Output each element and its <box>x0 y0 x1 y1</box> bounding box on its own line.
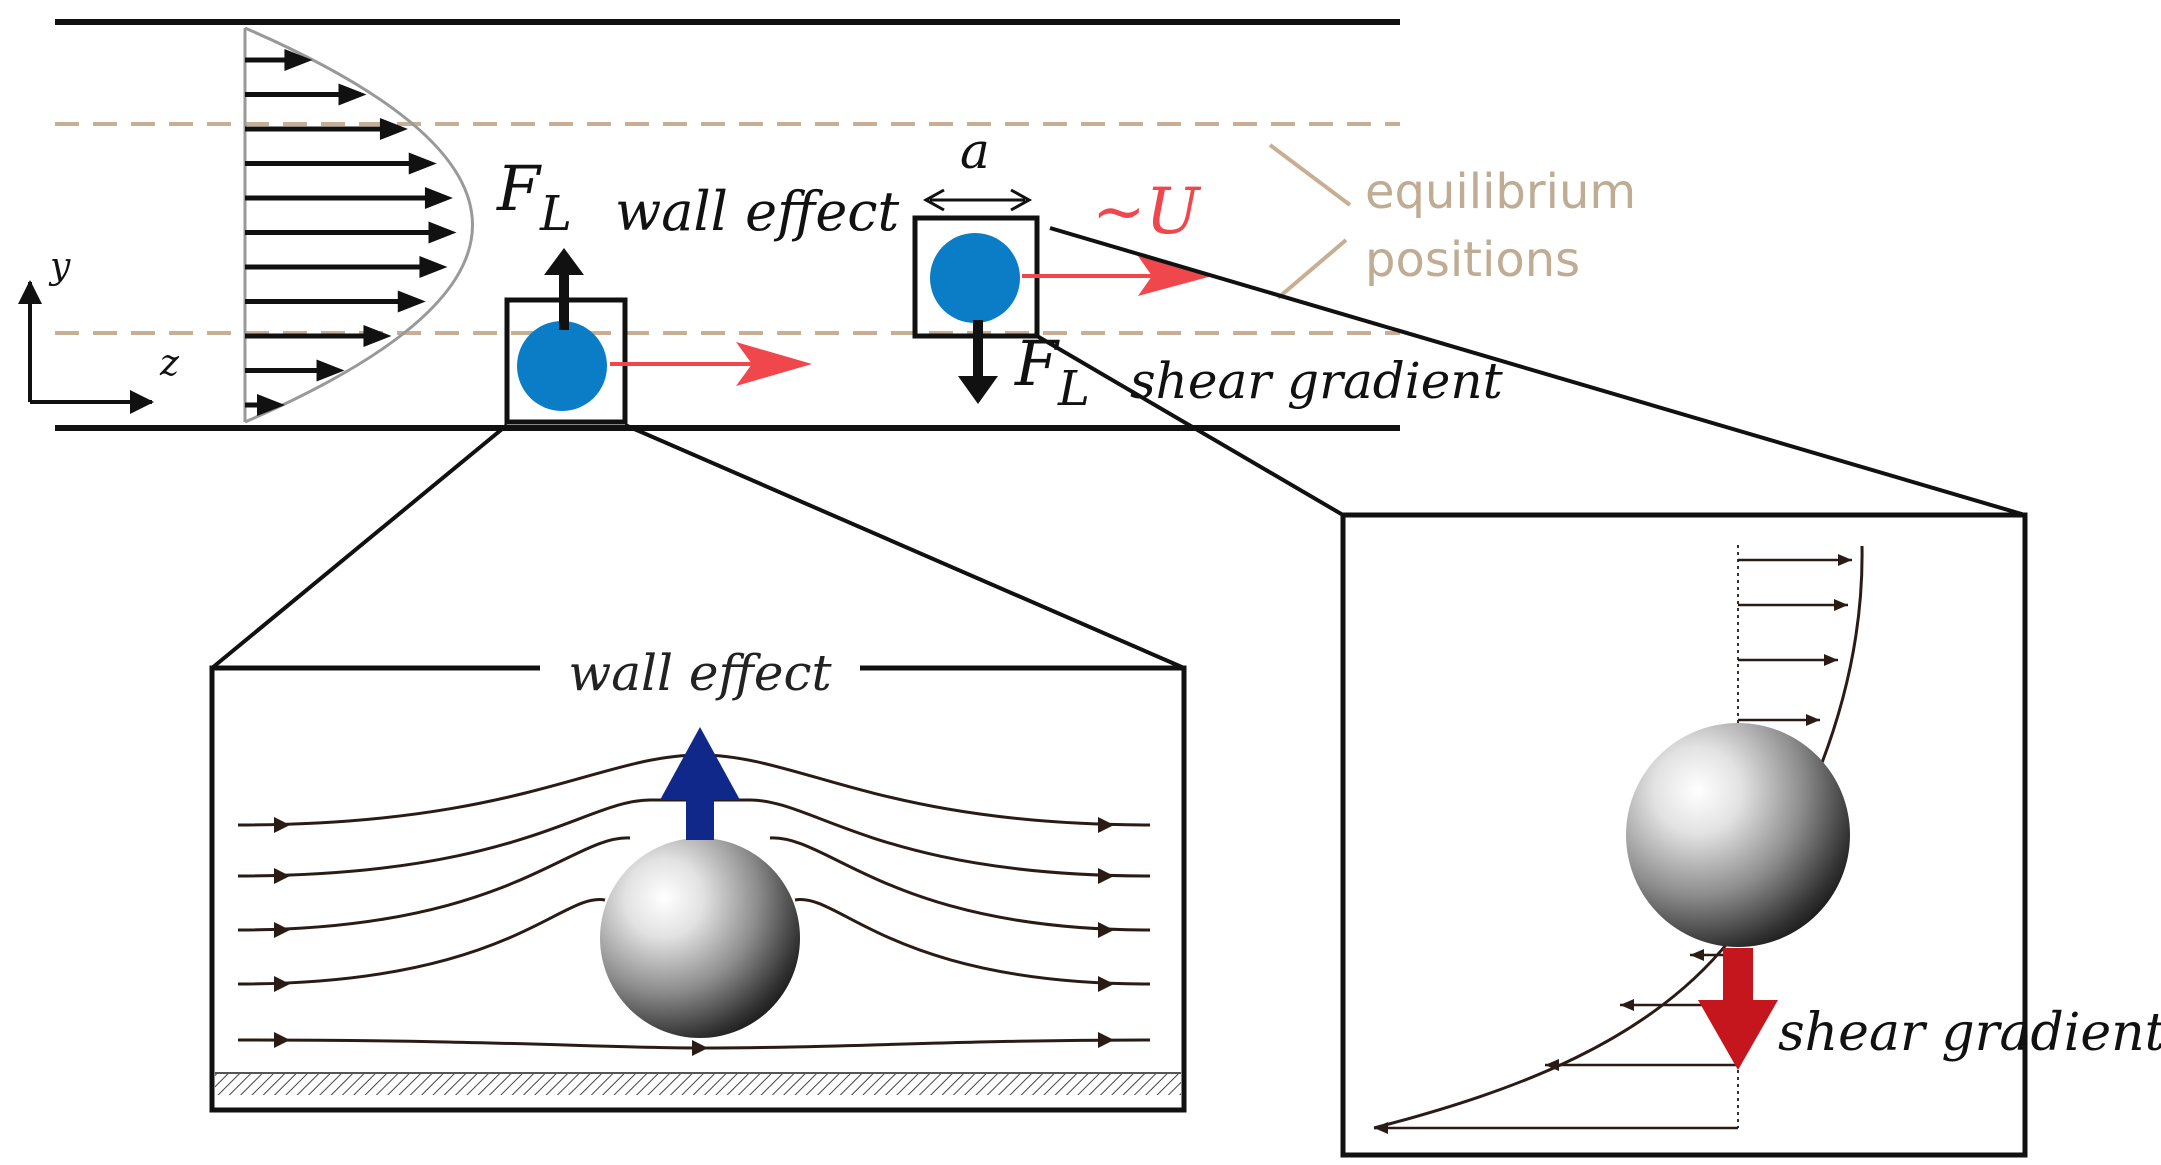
particle-upper-circle <box>930 233 1020 323</box>
wall-effect-inset: wall effect <box>209 644 1187 1113</box>
sphere-2 <box>1626 723 1850 947</box>
wall-force-arrowhead <box>660 727 740 800</box>
profile-arrow <box>245 118 408 140</box>
zoom-line-left-a <box>210 423 509 670</box>
shear-gradient-inset-label: shear gradient <box>1778 1003 2161 1063</box>
wall-effect-label: wall effect <box>615 180 900 243</box>
wall-hatch <box>215 1073 1181 1095</box>
zoom-line-left-b <box>624 423 1185 670</box>
streamline <box>237 898 1151 986</box>
shear-gradient-inset: shear gradient <box>1340 512 2161 1158</box>
profile-arrows <box>245 49 457 416</box>
velocity-arrowhead <box>1138 256 1212 296</box>
profile-curve <box>244 26 474 424</box>
equilibrium-text-line1: equilibrium <box>1365 164 1636 220</box>
shear-profile-arrow <box>1738 714 1820 726</box>
lift-force-label: FL <box>496 152 572 242</box>
shear-profile-arrow <box>1738 654 1838 666</box>
zoom-line-right-a <box>1049 226 2026 517</box>
shear-force-arrowhead <box>1698 1000 1778 1070</box>
wall-force-arrow-shaft <box>686 796 714 840</box>
streamline <box>237 836 1151 932</box>
equilibrium-annotation: equilibrium positions <box>1268 143 1636 300</box>
profile-arrow <box>245 290 426 313</box>
profile-arrow <box>245 187 453 209</box>
lift-force-arrowhead-up <box>544 248 584 275</box>
particle <box>517 321 607 411</box>
equilibrium-text-line2: positions <box>1365 232 1580 288</box>
shear-profile-arrow <box>1545 1059 1738 1071</box>
profile-arrow <box>245 394 285 416</box>
velocity-label: ~U <box>1092 175 1202 249</box>
profile-arrow <box>245 359 345 382</box>
profile-arrow <box>245 221 457 244</box>
profile-arrow <box>245 49 313 71</box>
shear-profile-arrow <box>1738 554 1852 566</box>
velocity-profile <box>243 26 474 424</box>
shear-profile-arrow <box>1374 1122 1738 1134</box>
equilibrium-pointer-upper <box>1268 143 1352 207</box>
flow-arrowhead <box>736 342 812 386</box>
lift-force-arrowhead-down <box>958 376 998 404</box>
streamline <box>237 798 1151 878</box>
z-axis-label: z <box>159 343 180 384</box>
profile-arrow <box>245 152 437 175</box>
profile-arrow <box>245 325 392 347</box>
channel <box>55 19 1400 431</box>
particle-near-wall: FL wall effect <box>496 152 900 425</box>
particle-upper: a ~U FL shear gradient <box>912 122 1504 417</box>
size-arrowhead-right <box>1010 188 1033 212</box>
shear-force-arrow-shaft <box>1723 948 1753 1004</box>
equilibrium-pointer-lower <box>1276 238 1348 300</box>
profile-arrow <box>245 256 448 278</box>
y-axis-label: y <box>48 246 71 287</box>
streamline-arrows <box>274 817 1114 1056</box>
particle-size-label: a <box>960 122 990 180</box>
profile-arrow <box>245 83 367 106</box>
coordinate-axes: y z <box>18 246 180 414</box>
zoom-connectors <box>210 226 2026 670</box>
inset-title: wall effect <box>568 644 832 702</box>
lift-force-label-2: FL <box>1014 327 1090 417</box>
size-arrowhead-left <box>922 188 945 212</box>
shear-profile-arrow <box>1738 599 1848 611</box>
sphere <box>600 838 800 1038</box>
shear-gradient-label: shear gradient <box>1130 352 1504 410</box>
inset-title-gap <box>540 650 860 690</box>
zoom-line-right-b <box>1035 334 1345 517</box>
